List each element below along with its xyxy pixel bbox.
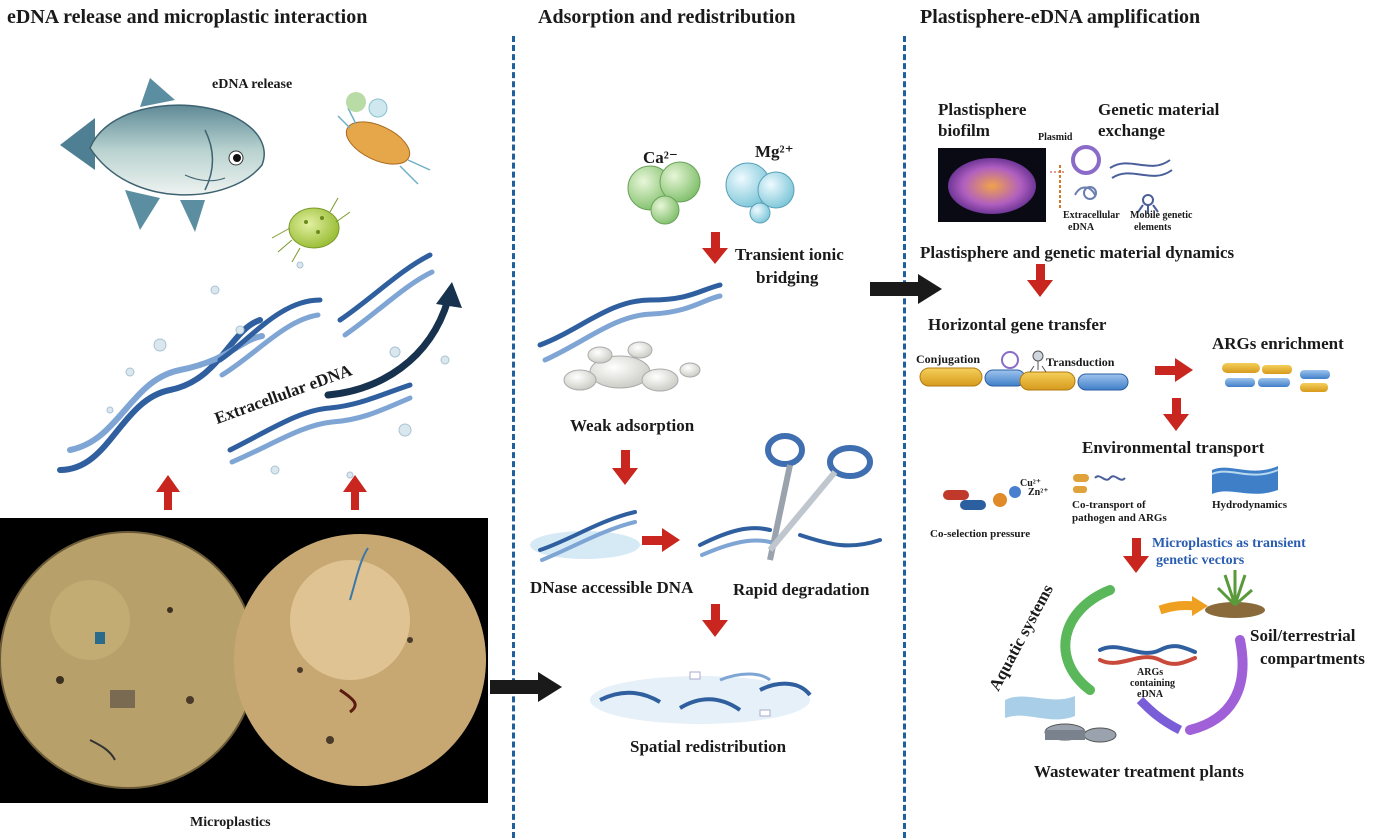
microscope-view-1 [0,531,257,789]
args-edna-label-1: ARGs [1137,667,1164,678]
black-arrow-to-right [870,274,942,304]
co-transport-label-1: Co-transport of [1072,499,1146,511]
transient-bridging-label-2: bridging [756,268,819,287]
plastisphere-biofilm-label-1: Plastisphere [938,100,1027,119]
divider-right [903,36,906,838]
mobile-elements-label-1: Mobile genetic [1130,210,1193,221]
cycle-arrow-violet [1136,696,1183,735]
rapid-degradation-label: Rapid degradation [733,580,870,599]
red-arrow-up-2 [343,475,367,510]
ca-ion-label: Ca²⁻ [643,148,678,167]
microscope-view-2 [234,534,486,786]
soil-plant-icon [1205,570,1265,618]
mg-ion-spheres [725,162,795,224]
hydrodynamics-icon [1211,466,1279,494]
left-panel-title: eDNA release and microplastic interactio… [7,6,368,28]
divider-left [512,36,515,838]
args-enrichment-icon [1222,363,1330,392]
red-arrow-up-1 [156,475,180,510]
red-arrow-down-2 [612,450,638,485]
soil-label-2: compartments [1260,649,1365,668]
plastisphere-biofilm-label-2: biofilm [938,121,990,140]
spatial-redistribution-label: Spatial redistribution [630,737,787,756]
microplastics-label: Microplastics [190,815,271,830]
red-arrow-right-r1 [1155,358,1193,382]
treatment-plant-icon [1044,723,1117,743]
weak-adsorption-label: Weak adsorption [570,416,695,435]
plasmid-label: Plasmid [1038,132,1073,143]
dynamics-label: Plastisphere and genetic material dynami… [920,243,1235,262]
vectors-label-1: Microplastics as transient [1152,536,1306,551]
dna-degraded [698,526,882,557]
scissors-icon [765,433,873,561]
pebbles [563,341,701,392]
red-arrow-down-r2 [1163,398,1189,431]
dnase-accessible-label: DNase accessible DNA [530,578,694,597]
mg-ion-label: Mg²⁺ [755,142,794,161]
curved-arrow-icon [324,296,452,399]
dna-helix-center [217,252,435,465]
red-arrow-down-r3 [1123,538,1149,573]
biofilm-cluster [948,158,1036,214]
red-arrow-down-3 [702,604,728,637]
water-surface-icon [1005,696,1075,720]
black-arrow-to-middle [490,672,562,702]
transduction-icon [1019,350,1129,391]
conjugation-label: Conjugation [916,352,981,366]
cycle-arrow-orange-head [1192,596,1208,616]
wwtp-label: Wastewater treatment plants [1034,762,1244,781]
co-selection-label: Co-selection pressure [930,528,1031,540]
transient-bridging-label-1: Transient ionic [735,245,844,264]
conjugation-icon [919,351,1026,387]
extracellular-dna-icon [1074,186,1097,200]
genetic-exchange-label-2: exchange [1098,121,1166,140]
cycle-arrow-orange [1158,601,1196,615]
red-arrow-down-r1 [1027,264,1053,297]
co-transport-label-2: pathogen and ARGs [1072,512,1167,524]
red-arrow-right-1 [642,528,680,552]
args-edna-label-2: containing [1130,678,1176,689]
args-edna-label-3: eDNA [1137,689,1164,700]
red-arrow-down-1 [702,232,728,264]
pill-capsules-icon [943,486,1021,510]
plasmid-icon [1071,145,1101,175]
co-transport-icon [1073,474,1126,493]
cu-ion-label: Cu²⁺ [1020,478,1042,489]
soil-label-1: Soil/terrestrial [1250,626,1356,645]
fish-icon [60,78,265,232]
mobile-genetic-elements-icon [1109,159,1173,214]
cycle-arrow-green [1060,585,1115,695]
cycle-arrow-purple [1185,635,1248,735]
zn-ion-label: Zn²⁺ [1028,487,1049,498]
algae-cell-icon [271,197,351,263]
extracellular-edna-label-2: eDNA [1068,222,1095,233]
dna-dnase [530,510,640,562]
ca-ion-spheres [627,161,701,225]
bubbles [106,261,450,479]
dna-redistribution [590,671,812,724]
middle-panel-title: Adsorption and redistribution [538,6,796,28]
hgt-label: Horizontal gene transfer [928,315,1107,334]
curved-arrow-head [436,282,462,308]
args-enrichment-label: ARGs enrichment [1212,334,1344,353]
dna-weak-adsorption [537,282,723,363]
vectors-label-2: genetic vectors [1156,553,1245,568]
transduction-label: Transduction [1046,355,1115,369]
edna-release-label: eDNA release [212,77,293,92]
plankton-icon [337,92,431,185]
mobile-elements-label-2: elements [1134,222,1172,233]
extracellular-edna-label-1: Extracellular [1063,210,1120,221]
env-transport-label: Environmental transport [1082,438,1265,457]
right-panel-title: Plastisphere-eDNA amplification [920,6,1201,28]
args-edna-helix-icon [1098,644,1197,666]
genetic-exchange-label-1: Genetic material [1098,100,1220,119]
hydrodynamics-label: Hydrodynamics [1212,499,1287,511]
